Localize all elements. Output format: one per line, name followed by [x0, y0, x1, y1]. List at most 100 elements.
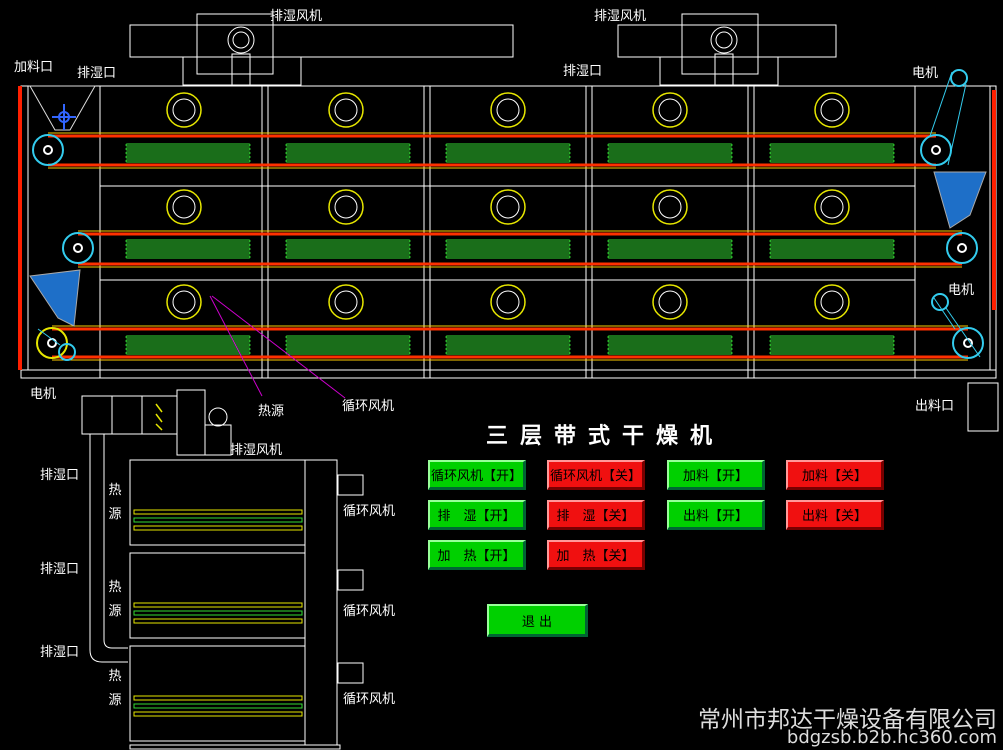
- top-exhaust-fan-2: [617, 13, 837, 87]
- heater-tube: [285, 347, 411, 351]
- heater-tube: [769, 343, 895, 347]
- heater-tube: [607, 239, 733, 243]
- side-belt-line: [133, 711, 303, 717]
- heater-tube: [285, 239, 411, 243]
- heater-tube: [607, 343, 733, 347]
- heat-off-button[interactable]: 加 热【关】: [547, 540, 645, 570]
- heater-tube: [769, 351, 895, 355]
- side-belt-line: [133, 703, 303, 709]
- exhaust-port-label-left: 排湿口: [77, 66, 117, 81]
- heater-tube: [445, 347, 571, 351]
- circulation-fan-leader: [211, 295, 346, 399]
- dryer-frame: [20, 85, 997, 379]
- heater-tube: [125, 247, 251, 251]
- heater-tube: [445, 243, 571, 247]
- heater-tube: [445, 151, 571, 155]
- side-belt-line: [133, 525, 303, 531]
- heater-tube: [607, 155, 733, 159]
- heater-tube: [125, 347, 251, 351]
- side-belts: [133, 509, 303, 717]
- discharge-off-button[interactable]: 出料【关】: [786, 500, 884, 530]
- side-belt-line: [133, 695, 303, 701]
- feed-hopper: [29, 85, 96, 131]
- right-seal-strip: [992, 90, 996, 310]
- heater-tube: [125, 255, 251, 259]
- side-belt-line: [133, 517, 303, 523]
- side-belt-line: [133, 602, 303, 608]
- heater-tube: [769, 239, 895, 243]
- heater-coils: [125, 143, 895, 355]
- side-heat-label-3: 热源: [108, 669, 122, 708]
- heater-tube: [607, 247, 733, 251]
- heat-on-button[interactable]: 加 热【开】: [428, 540, 526, 570]
- heat-source-leader: [209, 295, 263, 397]
- side-heat-glyphs: [155, 403, 163, 431]
- feed-cross-icon: [52, 104, 76, 130]
- heater-tube: [285, 343, 411, 347]
- heater-tube: [607, 243, 733, 247]
- heater-tube: [125, 239, 251, 243]
- discharge-on-button[interactable]: 出料【开】: [667, 500, 765, 530]
- side-exhaust-fan-label: 排湿风机: [230, 443, 283, 458]
- heater-tube: [285, 155, 411, 159]
- side-belt-line: [133, 610, 303, 616]
- heat-source-label: 热源: [258, 404, 285, 419]
- side-belt-line: [133, 509, 303, 515]
- heater-tube: [285, 251, 411, 255]
- exit-button[interactable]: 退 出: [487, 604, 588, 637]
- conveyor-belts: [48, 134, 968, 359]
- heater-tube: [445, 159, 571, 163]
- side-exhaust-port-label-1: 排湿口: [40, 468, 80, 483]
- heater-tube: [445, 351, 571, 355]
- heater-tube: [607, 347, 733, 351]
- heater-tube: [285, 159, 411, 163]
- heater-tube: [125, 251, 251, 255]
- heater-tube: [125, 351, 251, 355]
- exhaust-on-button[interactable]: 排 湿【开】: [428, 500, 526, 530]
- heater-tube: [607, 255, 733, 259]
- side-exhaust-port-label-3: 排湿口: [40, 645, 80, 660]
- heater-tube: [769, 143, 895, 147]
- heater-tube: [769, 251, 895, 255]
- heater-tube: [445, 239, 571, 243]
- heater-tube: [445, 143, 571, 147]
- heater-tube: [125, 335, 251, 339]
- discharge-box: [967, 382, 999, 432]
- heater-tube: [445, 251, 571, 255]
- side-circ-fan-label-3: 循环风机: [343, 692, 396, 707]
- heater-tube: [607, 159, 733, 163]
- heater-tube: [607, 143, 733, 147]
- heater-tube: [607, 351, 733, 355]
- page-title: 三层带式干燥机: [486, 424, 725, 449]
- circulation-fan-label: 循环风机: [342, 399, 395, 414]
- feed-off-button[interactable]: 加料【关】: [786, 460, 884, 490]
- heater-tube: [607, 335, 733, 339]
- heater-tube: [285, 351, 411, 355]
- heater-tube: [769, 159, 895, 163]
- discharge-port-label: 出料口: [915, 399, 955, 414]
- heater-tube: [769, 151, 895, 155]
- heater-tube: [285, 143, 411, 147]
- heater-tube: [769, 335, 895, 339]
- side-circ-fan-label-2: 循环风机: [343, 604, 396, 619]
- drive-chains: [37, 71, 981, 358]
- circulation-fans: [166, 92, 850, 320]
- heater-tube: [125, 151, 251, 155]
- motor-label-mid-right: 电机: [948, 283, 975, 298]
- exhaust-port-label-mid: 排湿口: [563, 64, 603, 79]
- heater-tube: [445, 155, 571, 159]
- drive-rollers: [32, 69, 984, 361]
- circulation-fan-on-button[interactable]: 循环风机【开】: [428, 460, 526, 490]
- feed-on-button[interactable]: 加料【开】: [667, 460, 765, 490]
- company-name: 常州市邦达干燥设备有限公司: [698, 707, 997, 733]
- transfer-chute-left: [29, 269, 81, 327]
- heater-tube: [285, 151, 411, 155]
- heater-tube: [125, 147, 251, 151]
- side-circ-fan-label-1: 循环风机: [343, 504, 396, 519]
- heater-tube: [285, 243, 411, 247]
- exhaust-off-button[interactable]: 排 湿【关】: [547, 500, 645, 530]
- heater-tube: [285, 339, 411, 343]
- circulation-fan-off-button[interactable]: 循环风机【关】: [547, 460, 645, 490]
- heater-tube: [607, 147, 733, 151]
